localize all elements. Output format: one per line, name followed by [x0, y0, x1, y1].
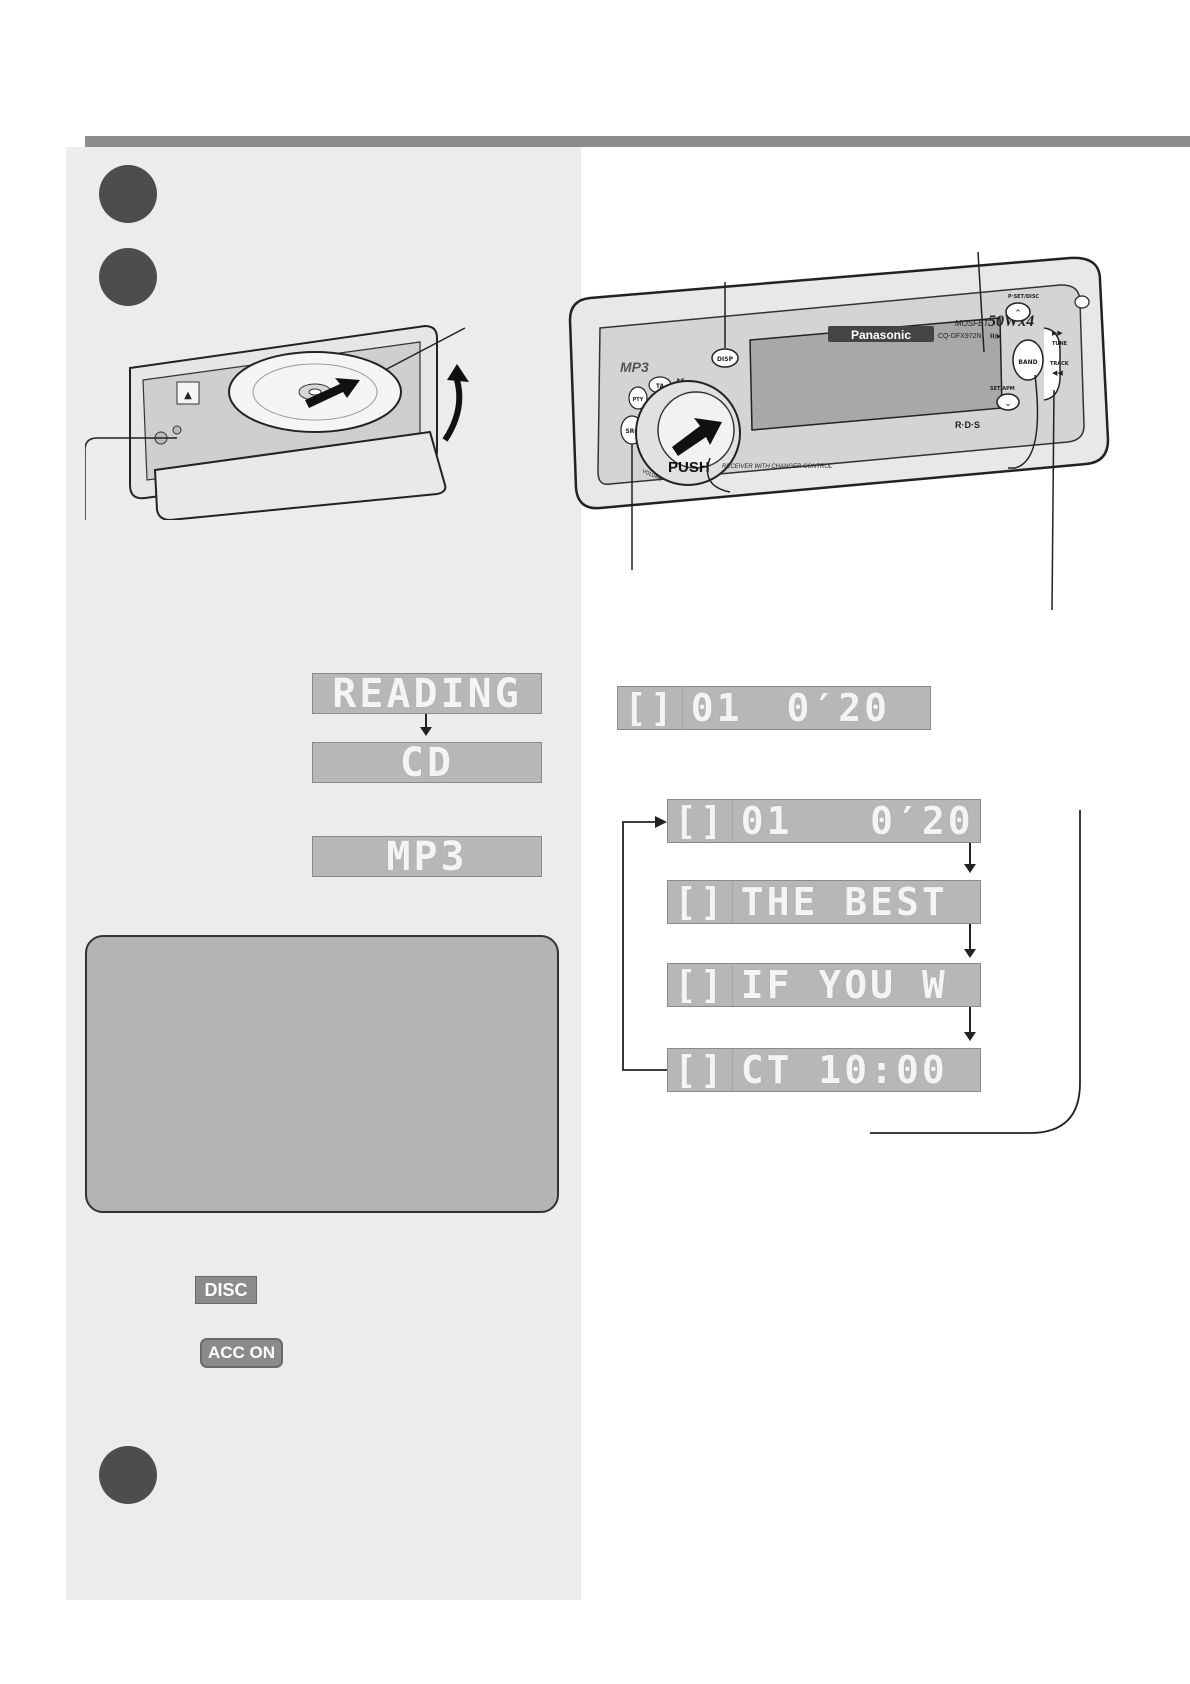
receiver-text: RECEIVER WITH CHANGER CONTROL	[722, 464, 832, 470]
cd-mode-icon: []	[618, 686, 683, 730]
fast-forward-icon: ▶▶	[1052, 329, 1063, 337]
lcd-cycle-2: [] THE BEST	[667, 880, 981, 924]
pause-play-label: II/▶	[990, 333, 1002, 340]
head-unit-illustration: Panasonic CQ-DFX972N 50Wx4 MOSFET MP3 R·…	[568, 251, 1110, 610]
rds-logo: R·D·S	[955, 420, 980, 430]
lcd-reading: READING	[312, 671, 542, 717]
cd-mode-icon: []	[668, 963, 733, 1007]
lcd-cycle-3: [] IF YOU W	[667, 963, 981, 1007]
disc-insert-illustration: ▲	[85, 324, 469, 520]
cd-mode-icon: []	[668, 1048, 733, 1092]
disp-button[interactable]	[711, 348, 739, 368]
lcd-track: 01	[690, 686, 743, 730]
tune-track-rocker[interactable]	[1043, 327, 1061, 401]
lcd-cycle-1: [] 01 0′20	[667, 799, 981, 843]
lcd-time: 0′20	[786, 686, 891, 730]
chevron-down-icon: ⌄	[1004, 399, 1012, 409]
insert-arrow-icon	[305, 378, 360, 408]
step-2-circle	[99, 248, 157, 306]
setapm-label: SET/APM	[990, 386, 1015, 392]
unit-model: CQ-DFX972N	[938, 333, 982, 340]
lcd-cycle-text: IF YOU W	[740, 963, 948, 1007]
acc-on-badge: ACC ON	[200, 1338, 283, 1368]
eject-icon: ▲	[184, 390, 192, 401]
lcd-cycle-4: [] CT 10:00	[667, 1048, 981, 1092]
info-box	[85, 935, 559, 1213]
lcd-mp3: MP3	[312, 834, 542, 880]
arrow-down-icon	[964, 843, 976, 873]
step-1-circle	[99, 165, 157, 223]
cd-mode-icon: []	[668, 799, 733, 843]
arrow-down-icon	[420, 714, 432, 736]
cycle-loop-arrow	[622, 810, 1081, 1134]
lcd-cycle-text: THE BEST	[740, 880, 948, 924]
chevron-up-icon: ⌃	[1014, 309, 1022, 319]
cd-mode-icon: []	[668, 880, 733, 924]
eject-button[interactable]	[176, 381, 200, 405]
close-arrow-icon	[442, 379, 463, 442]
pty-button[interactable]	[628, 386, 648, 410]
src-button-label: SRC	[625, 428, 639, 435]
band-button[interactable]	[1012, 339, 1044, 381]
unit-mosfet: MOSFET	[955, 319, 989, 328]
section-header-bar	[85, 136, 1190, 147]
push-arrow-icon	[672, 418, 722, 456]
mp3-logo: MP3	[620, 359, 649, 375]
unit-brand: Panasonic	[851, 328, 911, 342]
rewind-icon: ◀◀	[1052, 369, 1063, 377]
tune-label: TUNE	[1052, 341, 1068, 347]
arrow-down-icon	[964, 1007, 976, 1041]
lcd-cycle-text: 01 0′20	[740, 799, 974, 843]
pset-label: P·SET/DISC	[1008, 294, 1039, 300]
arrow-down-icon	[964, 924, 976, 958]
pty-button-label: PTY	[633, 397, 644, 403]
track-label: TRACK	[1050, 361, 1070, 367]
lcd-playback: [] 01 0′20	[617, 686, 931, 730]
disc-badge: DISC	[195, 1276, 257, 1304]
step-3-circle	[99, 1446, 157, 1504]
down-button[interactable]	[996, 393, 1020, 411]
push-label: PUSH	[668, 459, 710, 476]
up-button[interactable]	[1005, 302, 1031, 322]
band-button-label: BAND	[1018, 359, 1037, 366]
lcd-cycle-text: CT 10:00	[740, 1048, 948, 1092]
disp-button-label: DISP	[717, 356, 734, 363]
ta-button-label: TA	[656, 383, 665, 390]
open-button[interactable]	[1074, 295, 1090, 309]
lcd-cd: CD	[312, 740, 542, 786]
